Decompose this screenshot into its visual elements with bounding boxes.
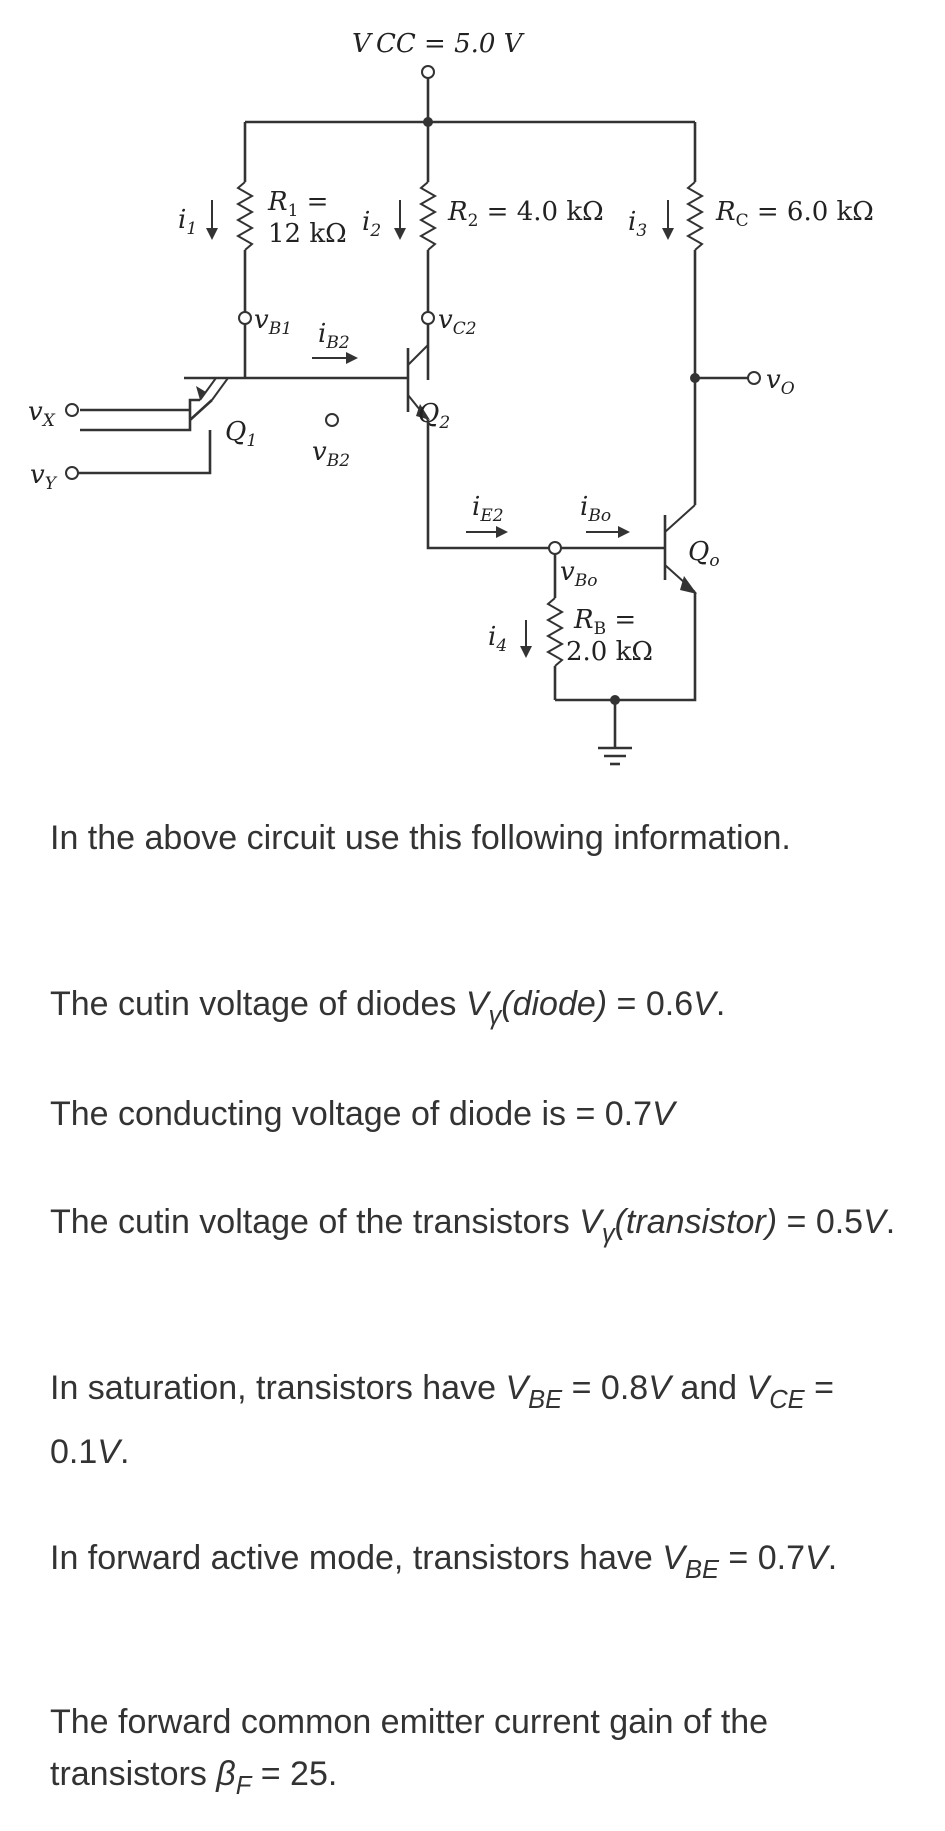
vcc-label: V CC = 5.0 V [352, 29, 525, 59]
trans-cutin-paragraph: The cutin voltage of the transistors Vγ(… [50, 1203, 896, 1248]
vy-wire [78, 430, 212, 475]
vc2-label: vC2 [438, 305, 477, 339]
intro-paragraph: In the above circuit use this following … [50, 819, 791, 857]
beta-text: The forward common emitter current gain … [50, 1696, 910, 1812]
vbo-node [548, 541, 562, 555]
vo-label: vO [766, 365, 795, 399]
vb1-label: vB1 [254, 305, 292, 339]
i4-label: i4 [488, 622, 507, 656]
ground-junction [610, 695, 620, 705]
vx-label: vX [28, 397, 56, 431]
forward-active-text: In forward active mode, transistors have… [50, 1532, 910, 1596]
q1-emitter-to-vy [80, 398, 200, 432]
ground-rail [555, 592, 697, 702]
q2-emitter-wire [426, 420, 555, 550]
i2-label: i2 [362, 207, 381, 241]
vx-terminal[interactable] [65, 403, 79, 417]
forward-active-paragraph: In forward active mode, transistors have… [50, 1539, 838, 1584]
qo-label: Qo [688, 537, 720, 571]
q1-emitter-to-vx-link [189, 399, 213, 421]
rb-label: RB = [573, 605, 636, 639]
trans-cutin-text: The cutin voltage of the transistors Vγ(… [50, 1196, 910, 1260]
rc-resistor [685, 181, 705, 251]
ib2-arrowhead [346, 352, 358, 364]
diode-cond-text: The conducting voltage of diode is = 0.7… [50, 1088, 910, 1140]
i3-label: i3 [628, 207, 647, 241]
r2-resistor [418, 181, 438, 251]
vy-label: vY [30, 460, 58, 494]
ibo-arrowhead [618, 526, 630, 538]
r2-label: R2 = 4.0 kΩ [447, 197, 604, 231]
ie2-label: iE2 [472, 492, 504, 526]
saturation-paragraph: In saturation, transistors have VBE = 0.… [50, 1369, 834, 1471]
circuit-diagram: V CC = 5.0 V R1 = 12 kΩ i1 vB1 vX vY Q1 … [28, 29, 874, 766]
q2-emitter-arrow [416, 404, 430, 420]
i3-arrowhead [662, 228, 674, 240]
vo-terminal[interactable] [747, 371, 761, 385]
saturation-text: In saturation, transistors have VBE = 0.… [50, 1362, 910, 1478]
ib2-label: iB2 [318, 319, 350, 353]
vc2-node [421, 311, 435, 325]
i2-arrowhead [394, 228, 406, 240]
vb2-label: vB2 [312, 437, 350, 471]
vy-terminal[interactable] [65, 466, 79, 480]
q1-emitter-lead-2 [211, 377, 229, 401]
q2-label: Q2 [418, 399, 450, 433]
i1-label: i1 [178, 205, 197, 239]
i4-arrowhead [520, 646, 532, 658]
r1-label: R1 = [267, 187, 328, 221]
qo-emitter-arrow [680, 576, 697, 594]
qo-collector-lead [664, 504, 696, 533]
vb2-node [325, 413, 339, 427]
rc-label: RC = 6.0 kΩ [715, 197, 874, 231]
q2-collector-lead [407, 344, 429, 366]
q1-emitter-arrow [196, 386, 206, 400]
vb1-node [238, 311, 252, 325]
vcc-terminal [421, 65, 435, 79]
ie2-arrowhead [496, 526, 508, 538]
i1-arrowhead [206, 228, 218, 240]
diode-cutin-text: The cutin voltage of diodes Vγ(diode) = … [50, 978, 910, 1042]
vo-junction [690, 373, 700, 383]
rb-value: 2.0 kΩ [566, 637, 653, 667]
diode-cond-paragraph: The conducting voltage of diode is = 0.7… [50, 1095, 675, 1133]
q1-label: Q1 [225, 417, 257, 451]
diode-cutin-paragraph: The cutin voltage of diodes Vγ(diode) = … [50, 985, 726, 1030]
rb-resistor [545, 597, 565, 667]
intro-text: In the above circuit use this following … [50, 812, 910, 864]
r1-resistor [235, 181, 255, 251]
r1-value: 12 kΩ [268, 219, 347, 249]
beta-paragraph: The forward common emitter current gain … [50, 1703, 769, 1800]
ibo-label: iBo [580, 492, 611, 526]
vbo-label: vBo [560, 557, 597, 591]
